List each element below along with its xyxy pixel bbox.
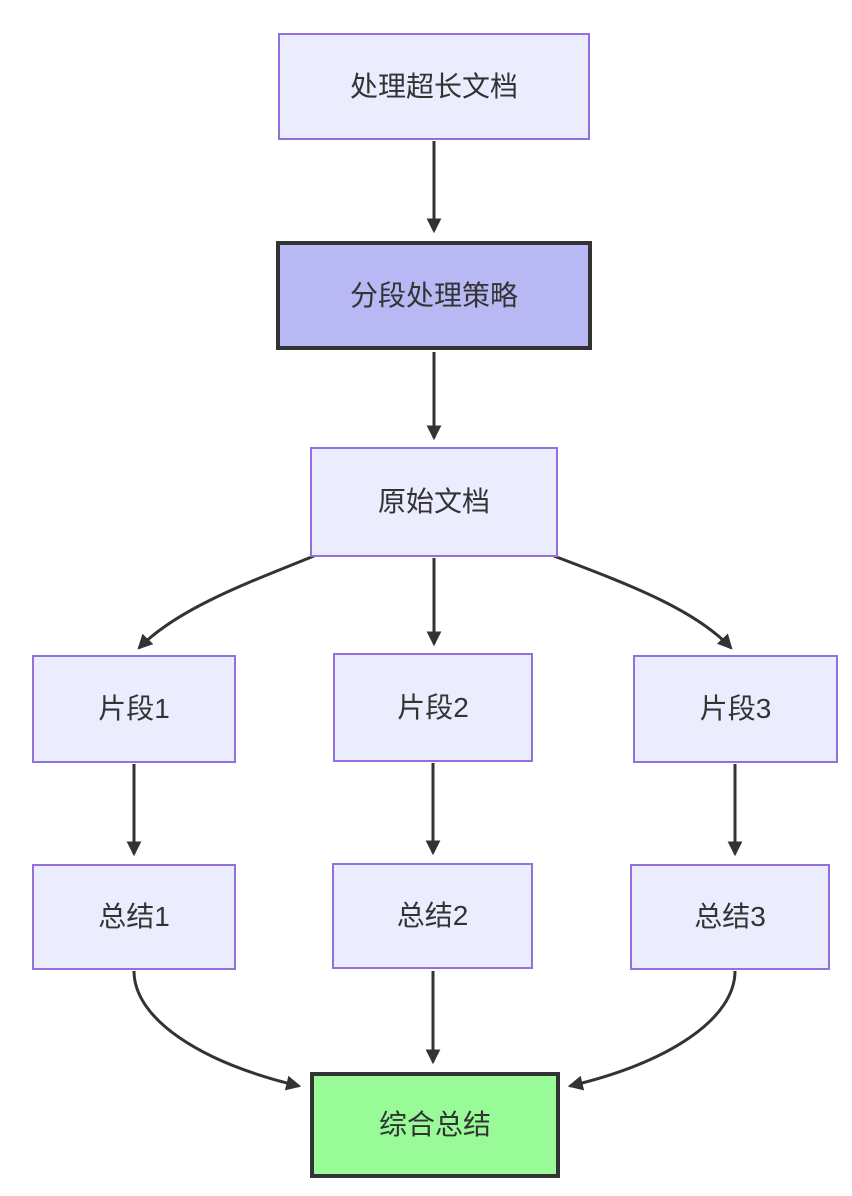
node-segment-1: 片段1	[32, 655, 236, 763]
node-summary-2: 总结2	[332, 863, 533, 969]
edge-original-to-segment1	[137, 554, 315, 650]
edge-summary3-to-final	[567, 970, 737, 1091]
node-original-doc: 原始文档	[310, 447, 558, 557]
node-segment-strategy: 分段处理策略	[276, 241, 592, 350]
node-summary-1: 总结1	[32, 864, 236, 970]
node-final-summary: 综合总结	[310, 1072, 560, 1178]
node-process-long-doc: 处理超长文档	[278, 33, 590, 140]
edge-summary1-to-final	[132, 970, 302, 1091]
node-segment-2: 片段2	[333, 653, 533, 762]
node-segment-3: 片段3	[633, 655, 838, 763]
node-summary-3: 总结3	[630, 864, 830, 970]
edge-original-to-segment3	[553, 554, 733, 650]
